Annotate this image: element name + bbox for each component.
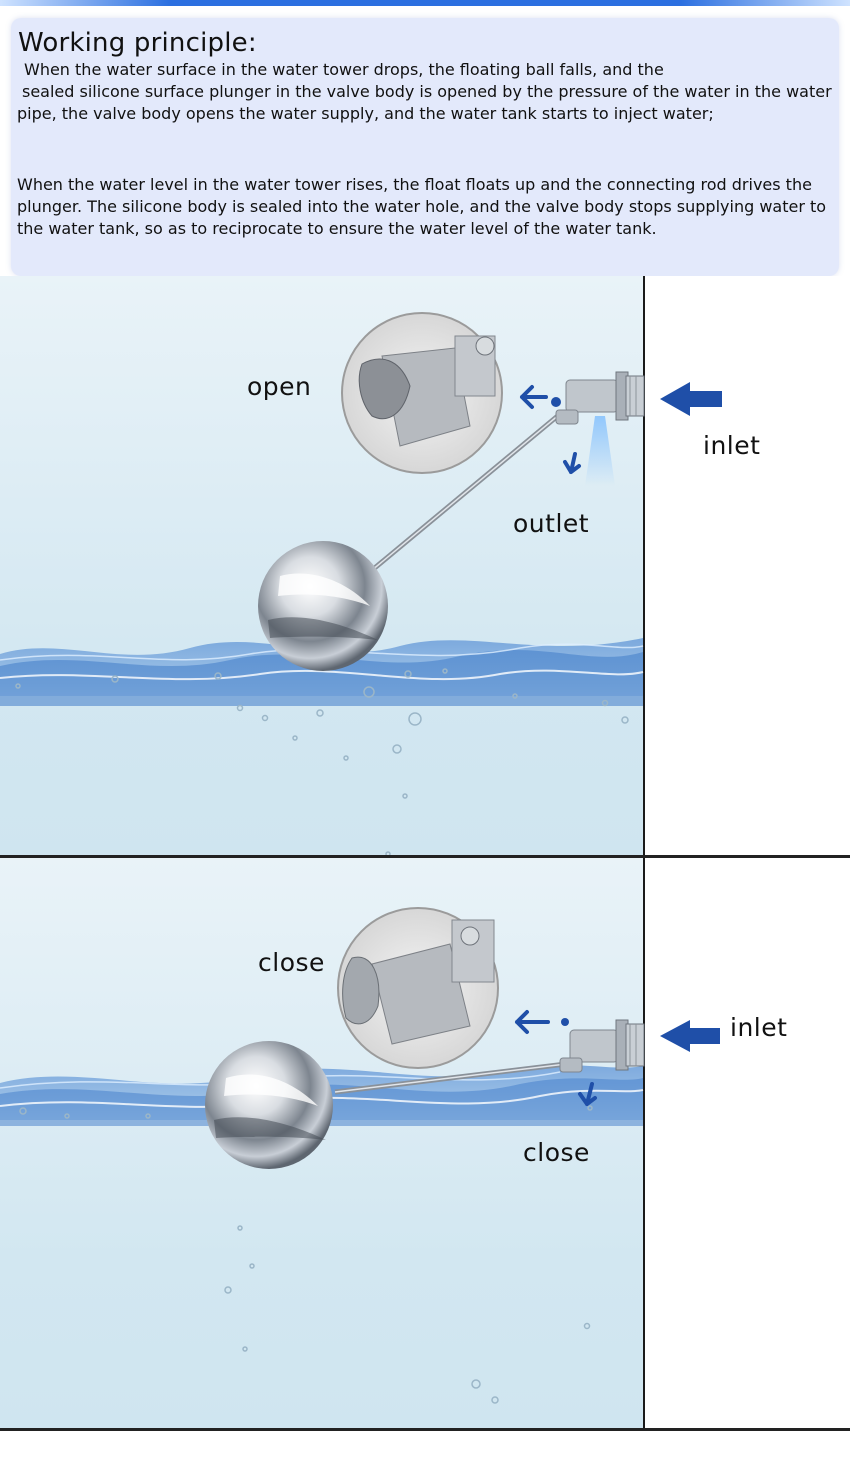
flow-direction-arrow-icon	[520, 385, 548, 409]
inlet-arrow-icon	[660, 382, 722, 416]
open-state-label: open	[247, 372, 312, 401]
outlet-close-label: close	[523, 1138, 590, 1167]
inlet-label: inlet	[703, 431, 761, 460]
water-spray	[585, 416, 615, 486]
principle-paragraph-2-line-3: the water tank, so as to reciprocate to …	[17, 219, 657, 238]
float-ball	[205, 1041, 333, 1169]
float-ball	[258, 541, 388, 671]
outlet-label: outlet	[513, 509, 590, 538]
tank-exterior	[645, 276, 850, 858]
bubbles	[19, 1105, 593, 1404]
outlet-arrow-icon	[563, 452, 581, 474]
bubbles	[15, 668, 629, 857]
principle-paragraph-1-line-3: pipe, the valve body opens the water sup…	[17, 104, 714, 123]
principle-paragraph-2-line-1: When the water level in the water tower …	[17, 175, 812, 194]
panel-divider	[0, 855, 850, 858]
principle-paragraph-1-line-1: When the water surface in the water towe…	[24, 60, 664, 79]
close-illustration	[0, 907, 720, 1404]
principle-paragraph-2-line-2: plunger. The silicone body is sealed int…	[17, 197, 827, 216]
flow-direction-arrow-icon	[515, 1010, 550, 1034]
bottom-divider	[0, 1428, 850, 1431]
tank-exterior	[645, 858, 850, 1430]
outlet-arrow-icon	[578, 1082, 597, 1106]
inlet-label: inlet	[730, 1013, 788, 1042]
principle-paragraph-1-line-2: sealed silicone surface plunger in the v…	[22, 82, 832, 101]
float-valve	[551, 371, 645, 425]
top-accent-bar	[0, 0, 850, 6]
valve-zoom-close	[337, 907, 499, 1069]
tank-wall	[643, 276, 645, 858]
water-tank-scene	[0, 858, 643, 1430]
close-state-panel: close inlet close	[0, 858, 850, 1430]
working-principle-box	[11, 18, 839, 276]
principle-title: Working principle:	[18, 28, 257, 58]
close-state-label: close	[258, 948, 325, 977]
inlet-arrow-icon	[660, 1020, 720, 1052]
valve-zoom-open	[341, 312, 503, 474]
open-state-panel: open inlet outlet	[0, 276, 850, 858]
open-illustration	[0, 312, 722, 857]
tank-wall	[643, 858, 645, 1430]
float-valve	[559, 1018, 645, 1073]
